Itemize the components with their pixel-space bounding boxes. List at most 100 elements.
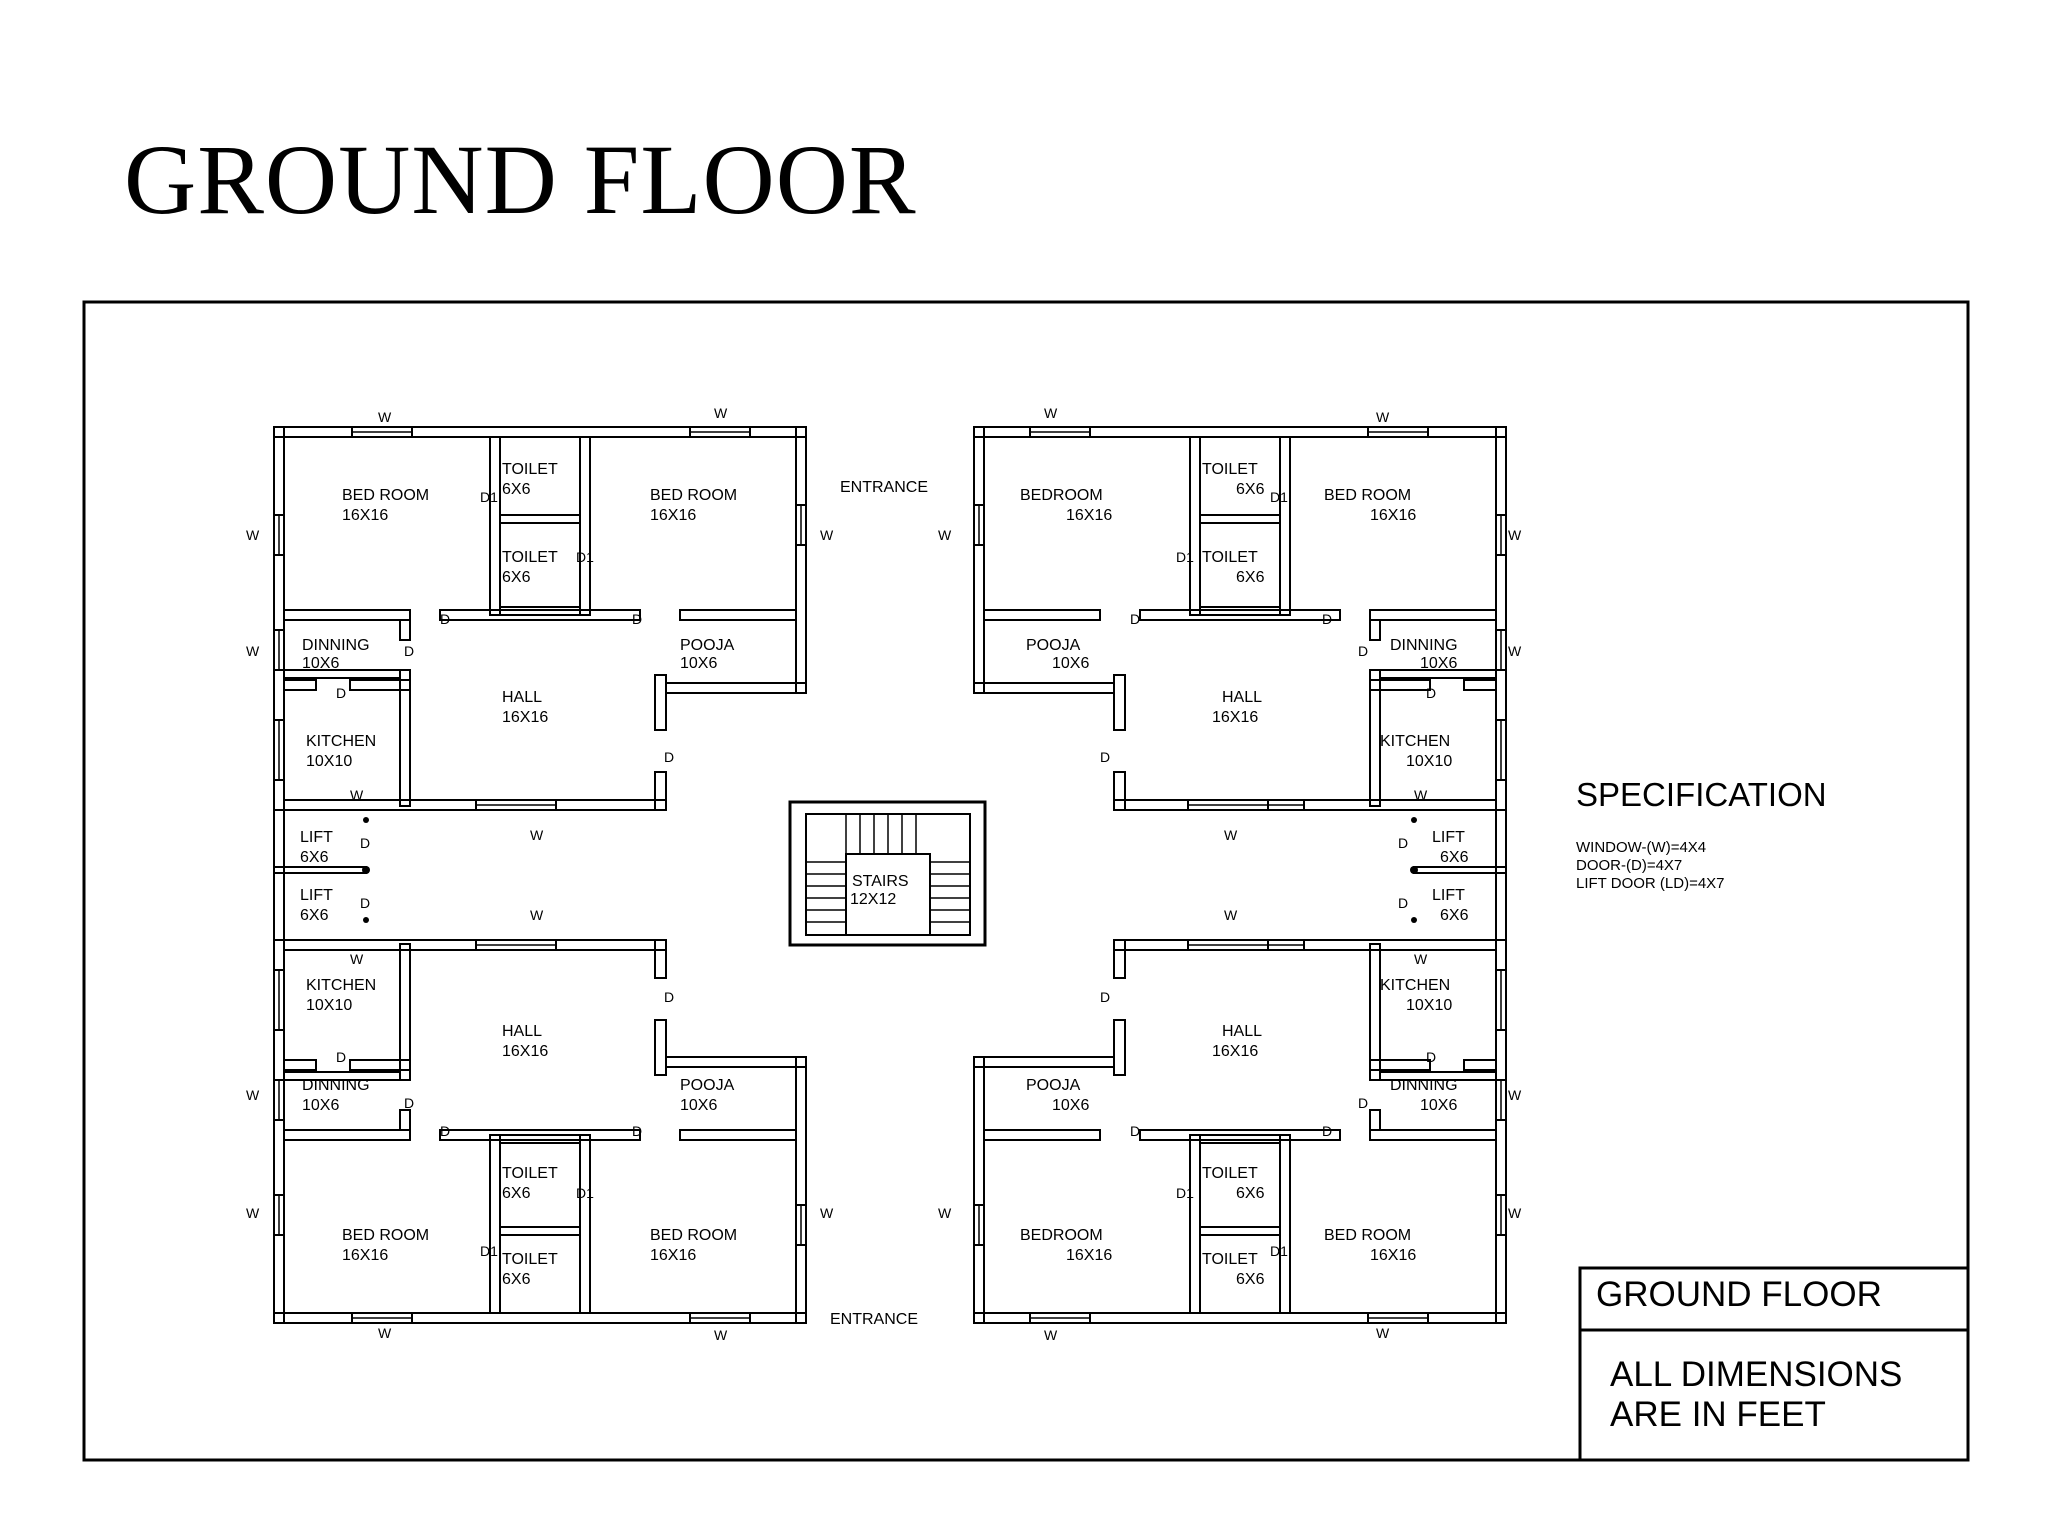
window-mark: W [820, 527, 834, 543]
bedroom: BEDROOM [1020, 487, 1103, 504]
window-mark: W [1224, 907, 1238, 923]
door-mark: D [336, 1049, 346, 1065]
spec-lift-door: LIFT DOOR (LD)=4X7 [1576, 875, 1725, 892]
hall-size: 16X16 [1212, 1043, 1258, 1060]
pooja-size: 10X6 [1052, 1097, 1089, 1114]
door-mark: D [360, 835, 370, 851]
window-mark: W [1044, 1327, 1058, 1343]
bedroom-size: 16X16 [1370, 507, 1416, 524]
door-mark: D [1322, 611, 1332, 627]
window-mark: W [246, 643, 260, 659]
window-mark: W [246, 1087, 260, 1103]
lift: LIFT [300, 829, 333, 846]
dinning-size: 10X6 [1420, 1097, 1457, 1114]
entrance-label: ENTRANCE [830, 1311, 918, 1328]
window-mark: W [1376, 409, 1390, 425]
window-mark: W [1044, 405, 1058, 421]
hall: HALL [502, 1023, 542, 1040]
toilet-door-mark: D1 [576, 549, 594, 565]
door-mark: D [1130, 1123, 1140, 1139]
window-mark: W [1376, 1325, 1390, 1341]
toilet-size: 6X6 [1236, 1271, 1265, 1288]
door-mark: D [632, 611, 642, 627]
flat-bottom-right [973, 939, 1507, 1324]
kitchen: KITCHEN [1380, 733, 1450, 750]
pooja-size: 10X6 [1052, 655, 1089, 672]
toilet-door-mark: D1 [480, 489, 498, 505]
toilet-door-mark: D1 [1176, 549, 1194, 565]
kitchen-size: 10X10 [1406, 997, 1452, 1014]
toilet-size: 6X6 [1236, 1185, 1265, 1202]
window-mark: W [1508, 643, 1522, 659]
toilet-size: 6X6 [502, 569, 531, 586]
window-mark: W [714, 1327, 728, 1343]
bedroom-size: 16X16 [342, 507, 388, 524]
door-mark: D [1398, 835, 1408, 851]
window-mark: W [1508, 527, 1522, 543]
door-mark: D [440, 1123, 450, 1139]
toilet-door-mark: D1 [1176, 1185, 1194, 1201]
toilet: TOILET [1202, 1251, 1258, 1268]
toilet-door-mark: D1 [1270, 1243, 1288, 1259]
lift-size: 6X6 [1440, 907, 1469, 924]
dinning: DINNING [302, 637, 370, 654]
slide-title: GROUND FLOOR [124, 124, 917, 235]
spec-door: DOOR-(D)=4X7 [1576, 857, 1682, 874]
window-mark: W [246, 1205, 260, 1221]
lift: LIFT [1432, 829, 1465, 846]
window-mark: W [378, 1325, 392, 1341]
flat-top-left [273, 426, 807, 811]
pooja-size: 10X6 [680, 1097, 717, 1114]
hall: HALL [502, 689, 542, 706]
title-block-note-2: ARE IN FEET [1610, 1395, 1826, 1434]
toilet-size: 6X6 [1236, 569, 1265, 586]
hall: HALL [1222, 1023, 1262, 1040]
kitchen-size: 10X10 [1406, 753, 1452, 770]
pooja: POOJA [680, 1077, 735, 1094]
bedroom-size: 16X16 [1066, 1247, 1112, 1264]
lift-size: 6X6 [300, 849, 329, 866]
flat-bottom-left [273, 939, 807, 1324]
bedroom: BED ROOM [1324, 1227, 1411, 1244]
door-mark: D [336, 685, 346, 701]
window-mark: W [938, 1205, 952, 1221]
kitchen: KITCHEN [1380, 977, 1450, 994]
toilet: TOILET [1202, 461, 1258, 478]
lift: LIFT [1432, 887, 1465, 904]
door-mark: D [1100, 989, 1110, 1005]
sheet-border [82, 300, 1970, 1462]
window-mark: W [378, 409, 392, 425]
lift-size: 6X6 [300, 907, 329, 924]
door-mark: D [1358, 1095, 1368, 1111]
lift-size: 6X6 [1440, 849, 1469, 866]
window-mark: W [246, 527, 260, 543]
door-mark: D [1130, 611, 1140, 627]
bedroom: BEDROOM [1020, 1227, 1103, 1244]
toilet: TOILET [1202, 549, 1258, 566]
toilet-size: 6X6 [1236, 481, 1265, 498]
pooja-size: 10X6 [680, 655, 717, 672]
door-mark: D [360, 895, 370, 911]
title-block-heading: GROUND FLOOR [1596, 1275, 1882, 1314]
door-mark: D [1426, 1049, 1436, 1065]
window-mark: W [530, 907, 544, 923]
hall-size: 16X16 [1212, 709, 1258, 726]
title-block: GROUND FLOOR ALL DIMENSIONS ARE IN FEET [1578, 1266, 1970, 1462]
window-mark: W [1224, 827, 1238, 843]
bedroom-size: 16X16 [1066, 507, 1112, 524]
dinning: DINNING [1390, 1077, 1458, 1094]
dinning: DINNING [302, 1077, 370, 1094]
toilet: TOILET [502, 549, 558, 566]
toilet-door-mark: D1 [1270, 489, 1288, 505]
bedroom-size: 16X16 [1370, 1247, 1416, 1264]
door-mark: D [404, 1095, 414, 1111]
stairs: STAIRS [852, 873, 909, 890]
stairs-size: 12X12 [850, 891, 896, 908]
bedroom: BED ROOM [650, 1227, 737, 1244]
dinning-size: 10X6 [302, 1097, 339, 1114]
kitchen-size: 10X10 [306, 753, 352, 770]
lift: LIFT [300, 887, 333, 904]
window-mark: W [350, 787, 364, 803]
